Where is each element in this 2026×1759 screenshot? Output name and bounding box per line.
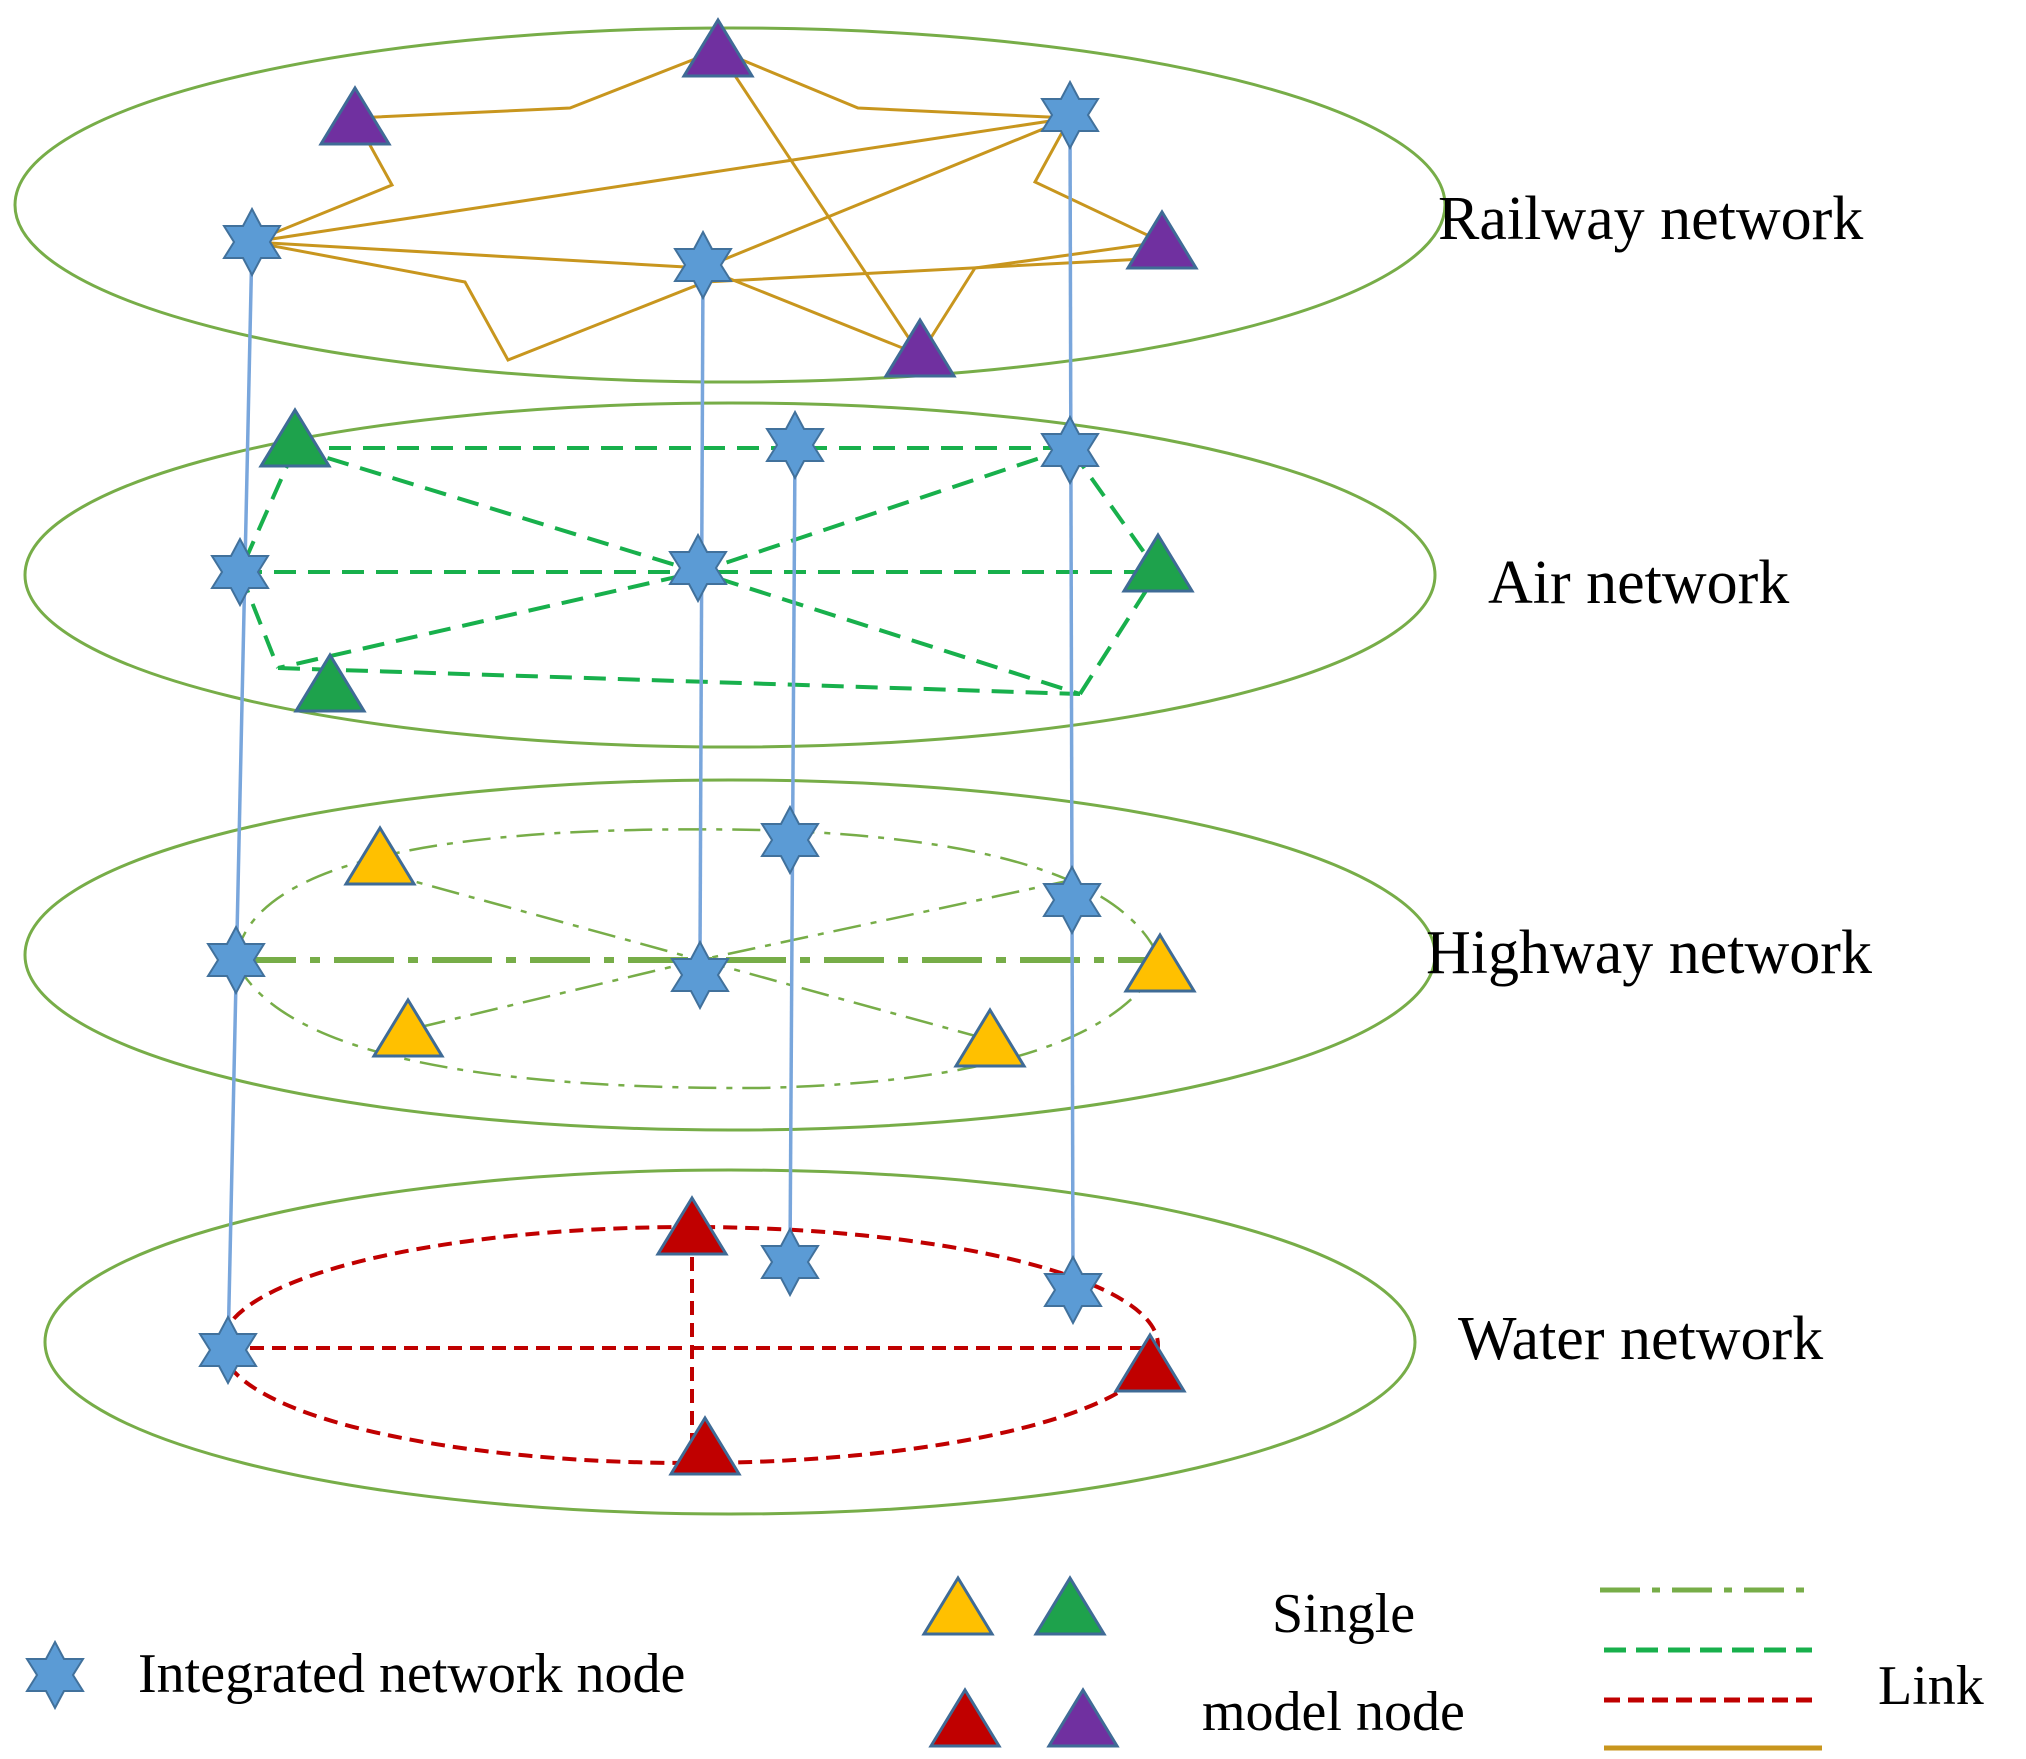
highway-layer-ellipse	[23, 778, 1437, 1132]
air-node	[1122, 533, 1194, 593]
highway-network-label: Highway network	[1426, 919, 1872, 987]
railway-network-label: Railway network	[1438, 185, 1864, 253]
air-node	[259, 408, 331, 468]
water-layer-ellipse	[43, 1168, 1417, 1516]
integrated-node	[761, 806, 819, 874]
inter-layer-link	[1068, 117, 1075, 1286]
railway-link	[1032, 117, 1163, 244]
air-link	[237, 447, 297, 669]
railway-layer-ellipse	[13, 26, 1447, 384]
integrated-node	[674, 231, 732, 299]
railway-link	[251, 116, 1071, 244]
integrated-node	[669, 534, 727, 602]
water-node	[1114, 1333, 1186, 1393]
highway-node	[372, 998, 444, 1058]
highway-node	[954, 1008, 1026, 1068]
railway-link	[702, 116, 1071, 270]
inter-layer-link	[698, 267, 705, 961]
air-layer-ellipse	[23, 401, 1437, 749]
railway-link	[918, 240, 1163, 356]
railway-link	[251, 240, 921, 357]
legend-integrated-node-label: Integrated network node	[138, 1643, 686, 1705]
water-node	[669, 1416, 741, 1476]
integrated-node	[761, 1228, 819, 1296]
highway-link	[234, 961, 1162, 1090]
inter-layer-link	[226, 241, 254, 1351]
railway-link	[251, 240, 1163, 362]
legend-graphics	[26, 1576, 1822, 1751]
integrated-node	[766, 411, 824, 479]
railway-node	[884, 318, 956, 378]
legend-single-node-label-line2: model node	[1202, 1681, 1465, 1743]
railway-node	[1126, 210, 1198, 270]
legend-air-node-icon	[1034, 1576, 1106, 1636]
legend-integrated-node-icon	[26, 1641, 84, 1709]
integrated-node	[1043, 866, 1101, 934]
air-link	[277, 666, 1081, 696]
railway-link	[716, 49, 922, 356]
legend-single-node-label-line1: Single	[1272, 1583, 1416, 1645]
integrated-node	[199, 1316, 257, 1384]
integrated-node	[671, 941, 729, 1009]
air-network-label: Air network	[1488, 549, 1790, 617]
legend-link-label: Link	[1878, 1655, 1984, 1717]
water-network-label: Water network	[1458, 1305, 1824, 1373]
highway-node	[344, 826, 416, 886]
legend-highway-node-icon	[922, 1576, 994, 1636]
legend-water-node-icon	[929, 1688, 1001, 1748]
legend-railway-node-icon	[1047, 1688, 1119, 1748]
integrated-node	[1041, 81, 1099, 149]
layer-ellipses	[13, 26, 1447, 1516]
highway-link	[379, 870, 701, 1032]
integrated-node	[1044, 1256, 1102, 1324]
